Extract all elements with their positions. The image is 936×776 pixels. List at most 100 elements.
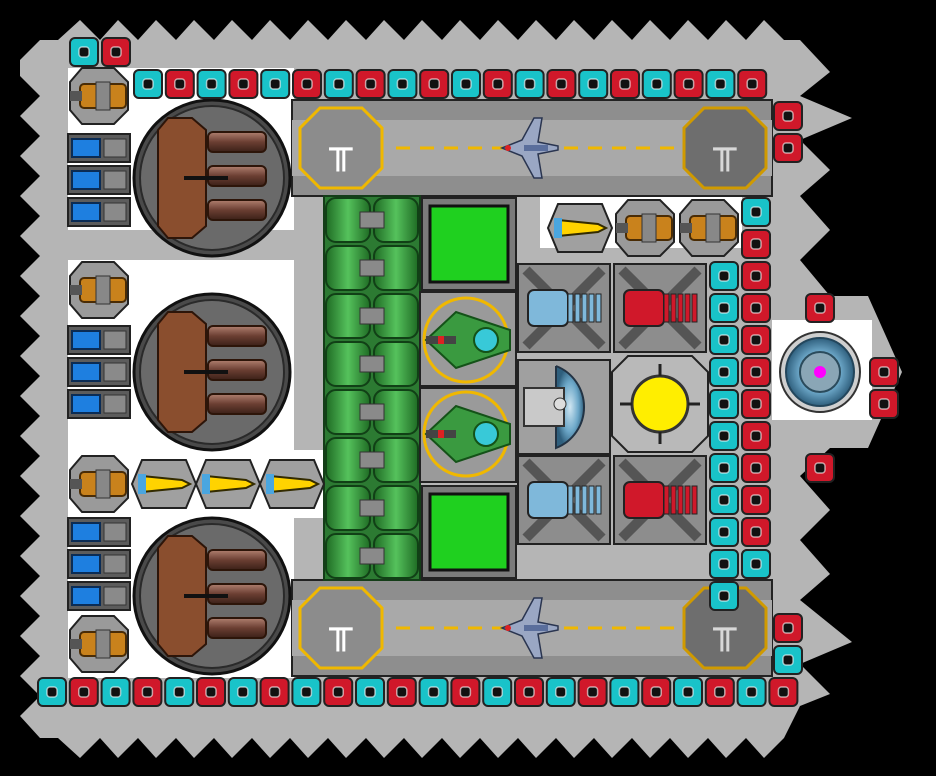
armor-icon [773,645,803,675]
armor-icon [451,69,481,99]
armor-icon [514,69,545,99]
cargo-pad-bottom [421,485,517,579]
armor-icon [164,69,195,99]
fuel-tank [325,389,419,435]
armor-icon [773,133,803,163]
armor-icon [641,677,672,707]
armor-icon [741,517,771,547]
thruster-9 [67,581,131,611]
armor-icon [545,677,576,707]
cargo-pad-top [421,197,517,291]
fuel-tank [325,485,419,531]
fuel-tank [325,197,419,243]
armor-icon [741,229,771,259]
armor-icon [741,357,771,387]
armor-icon [196,677,226,707]
armor-icon [610,69,640,99]
fighter-bay-2 [419,387,517,483]
fuel-tank [325,245,419,291]
missile-rack-2 [194,459,262,509]
armor-icon [101,37,131,67]
armor-icon [227,677,258,707]
armor-icon [805,293,835,323]
armor-icon [741,325,771,355]
armor-icon [578,69,609,99]
runway-top: ╥ ╥ [291,99,773,197]
missile-pod-red-2 [613,455,707,545]
armor-icon [773,101,803,131]
svg-text:╥: ╥ [713,127,738,172]
armor-icon [741,389,771,419]
armor-icon [741,261,771,291]
armor-icon [869,357,899,387]
fuel-tank [325,341,419,387]
interceptor-jet-bottom [499,597,559,659]
missile-launcher-blue-2 [517,455,611,545]
svg-text:╥: ╥ [329,127,354,172]
armor-icon [709,453,739,483]
shield-projector [779,331,861,413]
armor-icon [323,69,354,99]
gatling-gun-2 [69,261,129,319]
armor-icon [709,549,739,579]
thruster-6 [67,389,131,419]
armor-icon [419,69,450,99]
fighter-bay-1 [419,291,517,387]
armor-icon [292,69,322,99]
armor-icon [709,261,739,291]
svg-text:╥: ╥ [713,607,738,652]
thruster-3 [67,197,131,227]
armor-icon [741,197,771,227]
armor-icon [869,389,899,419]
thruster-4 [67,325,131,355]
armor-icon [709,485,739,515]
armor-icon [68,677,99,707]
heavy-turret-1 [132,98,292,258]
armor-icon [418,677,449,707]
armor-icon [709,293,739,323]
armor-icon [741,485,771,515]
armor-icon [704,677,735,707]
armor-icon [577,677,608,707]
armor-icon [355,677,385,707]
armor-icon [741,293,771,323]
fuel-tank [325,533,419,579]
fuel-tank [325,293,419,339]
armor-icon [387,69,418,99]
gatling-gun-4 [69,615,129,673]
armor-icon [709,581,739,611]
armor-icon [482,677,513,707]
armor-icon [260,69,291,99]
armor-icon [546,69,577,99]
svg-text:╥: ╥ [329,607,354,652]
armor-icon [323,677,354,707]
armor-icon [705,69,736,99]
armor-icon [100,677,131,707]
armor-icon [641,69,672,99]
armor-icon [482,69,513,99]
missile-rack-3 [258,459,326,509]
armor-icon [709,517,739,547]
armor-icon [741,421,771,451]
armor-icon [228,69,259,99]
armor-icon [741,453,771,483]
shield-generator [517,359,611,455]
thruster-5 [67,357,131,387]
armor-icon [355,69,386,99]
armor-icon [736,677,767,707]
fuel-tank [325,437,419,483]
missile-rack-4 [546,203,614,253]
armor-icon [741,549,771,579]
armor-icon [450,677,481,707]
missile-launcher-blue-1 [517,263,611,353]
armor-icon [673,69,704,99]
interceptor-jet-top [499,117,559,179]
missile-pod-red-1 [613,263,707,353]
armor-icon [805,453,835,483]
gatling-gun-6 [679,199,739,257]
thruster-7 [67,517,131,547]
armor-icon [514,677,544,707]
armor-icon [768,677,799,707]
reactor-core [611,355,709,453]
